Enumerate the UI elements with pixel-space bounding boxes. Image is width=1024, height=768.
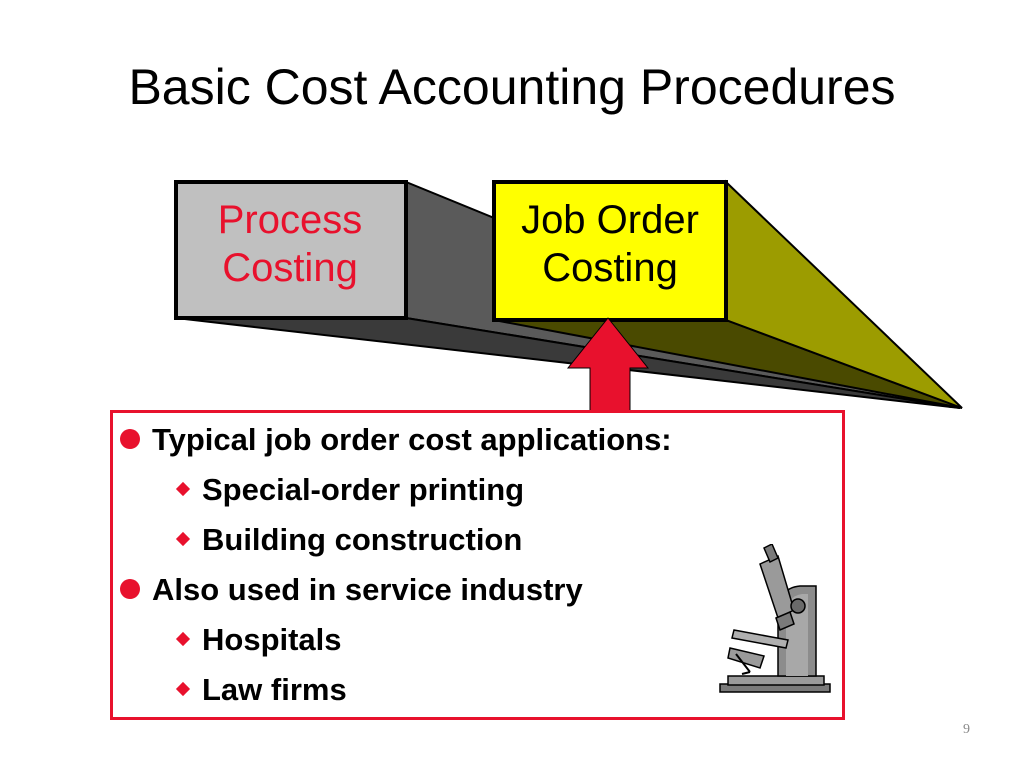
sub-bullet-text: Building construction [202, 522, 523, 557]
red-diamond-bullet-icon [175, 531, 191, 547]
red-diamond-bullet-icon [175, 631, 191, 647]
red-diamond-bullet-icon [175, 681, 191, 697]
bullet-text: Typical job order cost applications: [152, 422, 672, 457]
job-order-costing-label: Job Order Costing [496, 196, 724, 292]
sub-bullet-text: Special-order printing [202, 472, 525, 507]
slide-title: Basic Cost Accounting Procedures [128, 59, 896, 115]
bullet-item: Typical job order cost applications: [120, 422, 672, 458]
sub-bullet-text: Hospitals [202, 622, 342, 657]
red-circle-bullet-icon [120, 429, 140, 449]
job-order-costing-box [492, 180, 728, 322]
microscope-icon [719, 544, 831, 693]
job-order-costing-line1: Job Order [521, 198, 699, 242]
process-costing-box [174, 180, 408, 320]
page-number: 9 [963, 722, 970, 737]
process-costing-line2: Costing [222, 246, 358, 290]
sub-bullet-item: Law firms [175, 672, 347, 708]
bullet-text: Also used in service industry [152, 572, 583, 607]
sub-bullet-item: Building construction [175, 522, 523, 558]
sub-bullet-item: Special-order printing [175, 472, 525, 508]
process-costing-label: Process Costing [176, 196, 404, 292]
process-costing-line1: Process [217, 198, 363, 242]
bullet-content-box [110, 410, 845, 720]
red-circle-bullet-icon [120, 579, 140, 599]
job-order-costing-line2: Costing [542, 246, 678, 290]
bullet-item: Also used in service industry [120, 572, 583, 608]
sub-bullet-text: Law firms [202, 672, 347, 707]
red-diamond-bullet-icon [175, 481, 191, 497]
sub-bullet-item: Hospitals [175, 622, 342, 658]
